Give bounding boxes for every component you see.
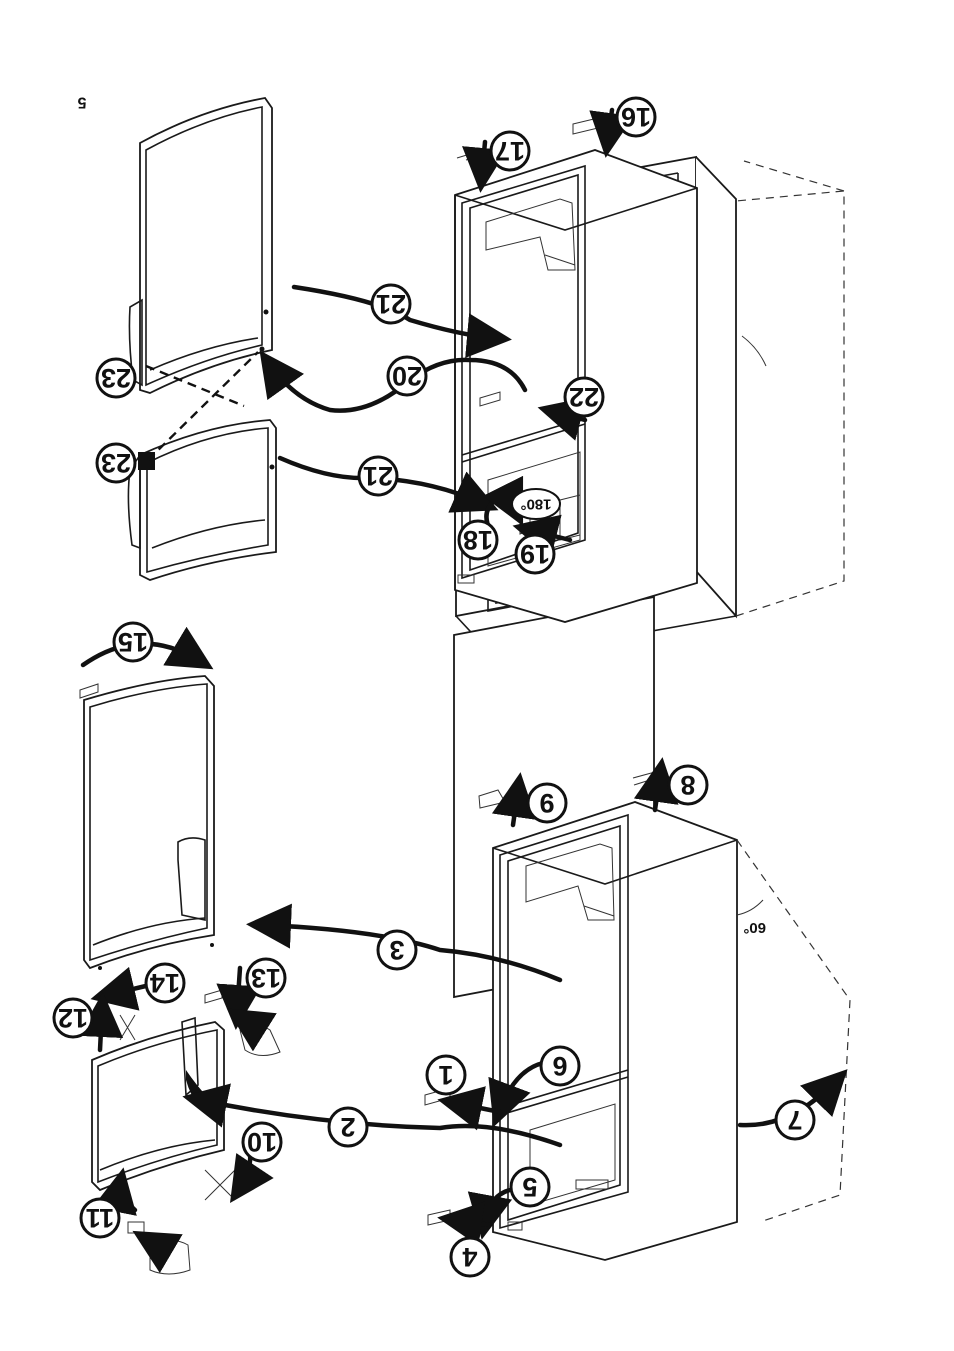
svg-text:12: 12 (58, 1003, 88, 1033)
step-7-marker: 7 (776, 1101, 814, 1139)
svg-text:19: 19 (520, 539, 550, 569)
step-20-marker: 20 (388, 357, 426, 395)
svg-text:23: 23 (101, 363, 131, 393)
svg-text:21: 21 (376, 289, 406, 319)
svg-text:6: 6 (552, 1051, 567, 1081)
svg-text:21: 21 (363, 461, 393, 491)
step-11-marker: 11 (81, 1199, 119, 1237)
step-18-marker: 18 (459, 521, 497, 559)
svg-text:9: 9 (539, 788, 554, 818)
door-swing-outline (736, 161, 844, 616)
svg-text:3: 3 (389, 935, 404, 965)
step-5-marker: 5 (511, 1168, 549, 1206)
step-8-marker: 8 (669, 766, 707, 804)
step-16-marker: 16 (617, 98, 655, 136)
svg-text:11: 11 (86, 1203, 115, 1233)
svg-text:2: 2 (340, 1112, 355, 1142)
step-1-marker: 1 (427, 1056, 465, 1094)
svg-text:13: 13 (251, 963, 281, 993)
step-2-marker: 2 (329, 1108, 367, 1146)
svg-text:1: 1 (438, 1060, 453, 1090)
page-number-label: 5 (77, 94, 86, 111)
freezer-door-bottom (84, 676, 214, 970)
step-12-marker: 12 (54, 999, 92, 1037)
svg-text:5: 5 (522, 1172, 537, 1202)
step-14-marker: 14 (146, 964, 184, 1002)
step-4-marker: 4 (451, 1238, 489, 1276)
svg-text:22: 22 (569, 382, 599, 412)
step-21-marker-bottom: 21 (359, 457, 397, 495)
rotation-180-marker: 180° (512, 489, 560, 519)
fridge-door-bottom-small (92, 1018, 224, 1190)
step-17-marker: 17 (491, 132, 529, 170)
step-13-marker: 13 (247, 959, 285, 997)
step-9-marker: 9 (528, 784, 566, 822)
svg-text:8: 8 (680, 770, 695, 800)
svg-text:23: 23 (101, 448, 131, 478)
svg-text:7: 7 (787, 1105, 802, 1135)
step-3-marker: 3 (378, 931, 416, 969)
step-21-marker-top: 21 (372, 285, 410, 323)
freezer-door-top (129, 98, 272, 393)
svg-text:20: 20 (392, 361, 422, 391)
svg-text:15: 15 (118, 627, 148, 657)
svg-text:14: 14 (150, 968, 180, 998)
svg-text:17: 17 (495, 136, 525, 166)
step-23-marker-a: 23 (97, 359, 135, 397)
svg-text:16: 16 (621, 102, 651, 132)
step-10-marker: 10 (243, 1123, 281, 1161)
svg-text:18: 18 (463, 525, 493, 555)
svg-text:180°: 180° (520, 496, 551, 513)
angle-label: 60° (743, 919, 766, 936)
step-23-marker-b: 23 (97, 444, 135, 482)
svg-text:10: 10 (247, 1127, 277, 1157)
fridge-door-top-small (128, 420, 276, 580)
door-swing-60-outline: 60° (737, 840, 850, 1222)
step-15-marker: 15 (114, 623, 152, 661)
svg-text:4: 4 (462, 1242, 477, 1272)
step-22-marker: 22 (565, 378, 603, 416)
step-19-marker: 19 (516, 535, 554, 573)
step-6-marker: 6 (541, 1047, 579, 1085)
